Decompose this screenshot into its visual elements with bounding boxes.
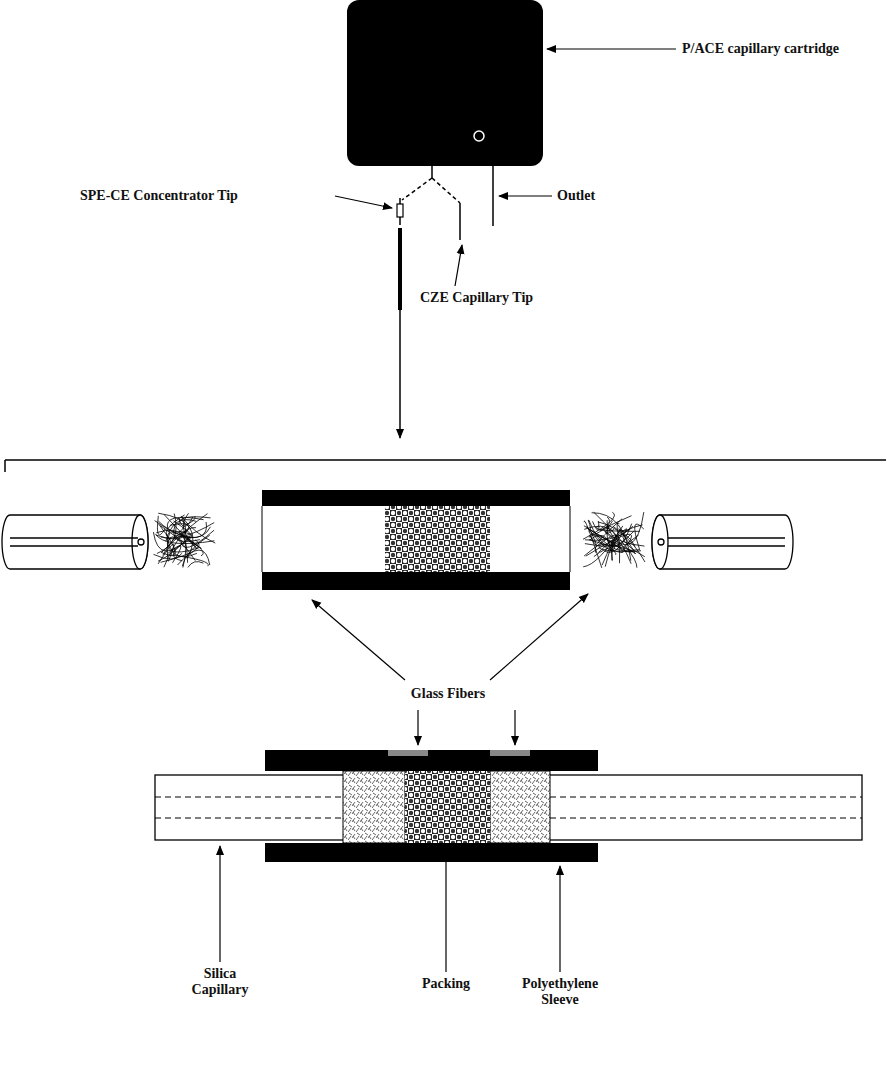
assembly <box>155 750 862 862</box>
capillary-right <box>652 515 793 569</box>
capillary-left <box>2 515 148 569</box>
part-label: Silica Capillary <box>180 966 260 998</box>
part-label: CZE Capillary Tip <box>420 290 533 306</box>
part-label: SPE-CE Concentrator Tip <box>80 188 238 204</box>
part-label: Glass Fibers <box>411 686 485 702</box>
glass-fibers <box>153 512 645 568</box>
part-label: Packing <box>422 976 470 992</box>
part-label: P/ACE capillary cartridge <box>682 41 839 57</box>
part-label: Outlet <box>557 188 595 204</box>
part-label: Polyethylene Sleeve <box>515 976 605 1008</box>
cartridge <box>347 0 543 166</box>
sleeve <box>262 490 570 590</box>
